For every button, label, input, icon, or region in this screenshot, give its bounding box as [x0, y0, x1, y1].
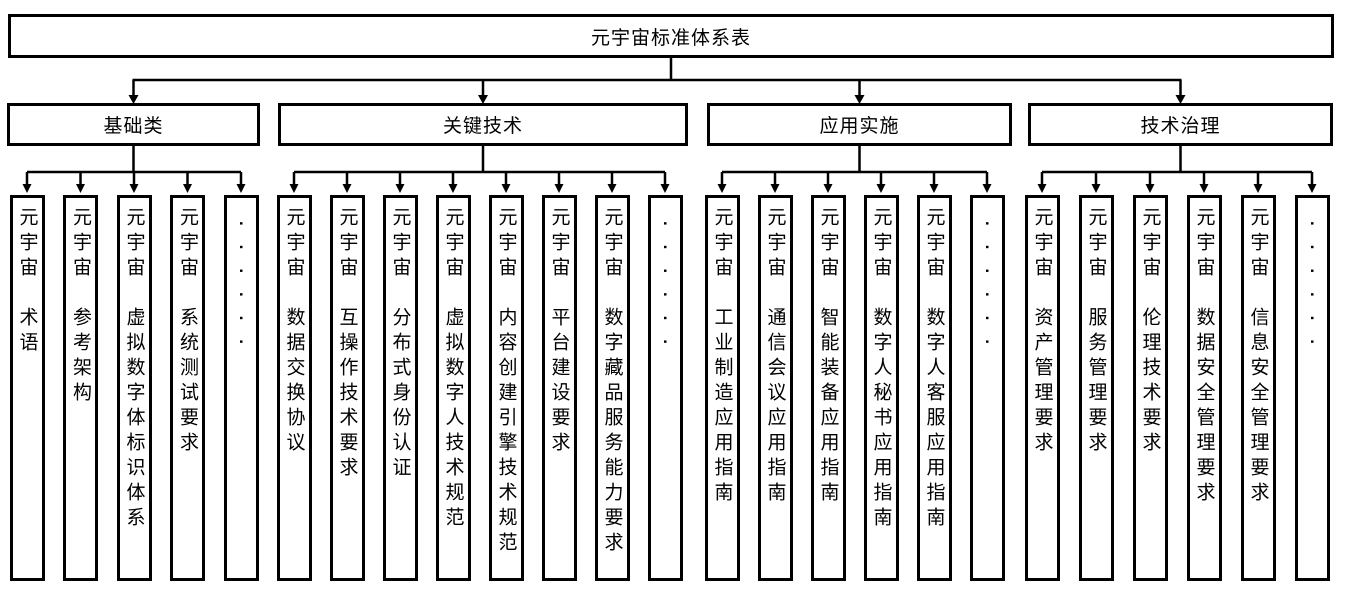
leaf-node: 元宇宙 平台建设要求 — [541, 195, 577, 581]
leaf-node: 元宇宙 虚拟数字体标识体系 — [116, 195, 152, 581]
leaf-label: 元宇宙 虚拟数字人技术规范 — [442, 207, 464, 532]
leaf-label: 元宇宙 伦理技术要求 — [1139, 207, 1161, 457]
leaf-label: 元宇宙 平台建设要求 — [548, 207, 570, 457]
leaf-label: 元宇宙 智能装备应用指南 — [817, 207, 839, 507]
leaf-label: 元宇宙 数字人客服应用指南 — [923, 207, 945, 532]
leaf-label: 元宇宙 术语 — [16, 207, 38, 357]
leaf-label: 元宇宙 信息安全管理要求 — [1247, 207, 1269, 507]
leaf-label: 元宇宙 数据安全管理要求 — [1193, 207, 1215, 507]
leaf-node: 元宇宙 数据安全管理要求 — [1186, 195, 1222, 581]
connector-shafts — [25, 58, 1314, 187]
leaf-label: 元宇宙 数字藏品服务能力要求 — [601, 207, 623, 557]
leaf-node: 元宇宙 通信会议应用指南 — [757, 195, 793, 581]
ellipsis-node: ······ — [223, 195, 259, 581]
leaf-node: 元宇宙 分布式身份认证 — [382, 195, 418, 581]
branch-node-foundation: 基础类 — [7, 103, 260, 146]
leaf-label: 元宇宙 内容创建引擎技术规范 — [495, 207, 517, 557]
leaf-node: 元宇宙 伦理技术要求 — [1132, 195, 1168, 581]
ellipsis-node: ······ — [1294, 195, 1330, 581]
leaf-label: 元宇宙 数字人秘书应用指南 — [870, 207, 892, 532]
leaf-node: 元宇宙 虚拟数字人技术规范 — [435, 195, 471, 581]
leaf-node: 元宇宙 术语 — [9, 195, 45, 581]
branch-node-application: 应用实施 — [707, 103, 1012, 146]
branch-node-governance: 技术治理 — [1028, 103, 1333, 146]
leaf-label: 元宇宙 互操作技术要求 — [336, 207, 358, 482]
leaf-node: 元宇宙 资产管理要求 — [1024, 195, 1060, 581]
leaf-node: 元宇宙 互操作技术要求 — [329, 195, 365, 581]
leaf-node: 元宇宙 内容创建引擎技术规范 — [488, 195, 524, 581]
ellipsis-label: ······ — [655, 221, 675, 363]
leaf-label: 元宇宙 服务管理要求 — [1085, 207, 1107, 457]
leaf-label: 元宇宙 工业制造应用指南 — [711, 207, 733, 507]
ellipsis-node: ······ — [969, 195, 1005, 581]
leaf-node: 元宇宙 信息安全管理要求 — [1240, 195, 1276, 581]
leaf-node: 元宇宙 数据交换协议 — [276, 195, 312, 581]
leaf-node: 元宇宙 服务管理要求 — [1078, 195, 1114, 581]
leaf-node: 元宇宙 智能装备应用指南 — [810, 195, 846, 581]
branch-node-key-tech: 关键技术 — [278, 103, 688, 146]
leaf-label: 元宇宙 分布式身份认证 — [389, 207, 411, 482]
leaf-label: 元宇宙 数据交换协议 — [283, 207, 305, 457]
leaf-node: 元宇宙 数字人客服应用指南 — [916, 195, 952, 581]
leaf-node: 元宇宙 数字藏品服务能力要求 — [594, 195, 630, 581]
leaf-node: 元宇宙 数字人秘书应用指南 — [863, 195, 899, 581]
leaf-node: 元宇宙 工业制造应用指南 — [704, 195, 740, 581]
leaf-label: 元宇宙 资产管理要求 — [1031, 207, 1053, 457]
ellipsis-node: ······ — [647, 195, 683, 581]
leaf-label: 元宇宙 通信会议应用指南 — [764, 207, 786, 507]
leaf-label: 元宇宙 参考架构 — [70, 207, 91, 407]
root-node: 元宇宙标准体系表 — [8, 14, 1334, 58]
ellipsis-label: ······ — [1302, 221, 1322, 363]
leaf-label: 元宇宙 系统测试要求 — [177, 207, 198, 457]
leaf-label: 元宇宙 虚拟数字体标识体系 — [123, 207, 145, 532]
ellipsis-label: ······ — [977, 221, 997, 363]
leaf-node: 元宇宙 系统测试要求 — [170, 195, 205, 581]
leaf-node: 元宇宙 参考架构 — [63, 195, 98, 581]
ellipsis-label: ······ — [231, 221, 251, 363]
